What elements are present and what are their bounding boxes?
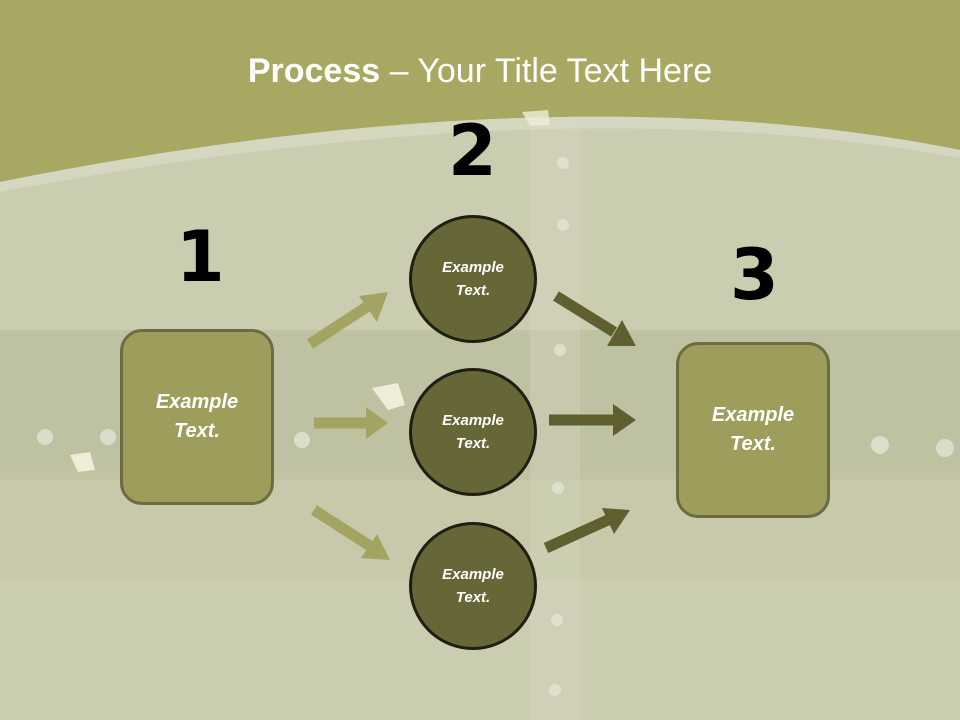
arrow-right-down xyxy=(553,291,636,346)
arrow-left-middle xyxy=(314,407,388,439)
step-number-1: 1 xyxy=(176,216,225,298)
step-3-box: Example Text. xyxy=(676,342,830,518)
circle-bottom-text: Example Text. xyxy=(442,566,504,606)
arrow-right-middle xyxy=(549,404,636,436)
arrow-right-up xyxy=(543,508,630,554)
step-3-text: Example Text. xyxy=(711,404,795,455)
slide-title: Process – Your Title Text Here xyxy=(0,52,960,91)
circle-middle-text: Example Text. xyxy=(442,412,504,452)
step-2-circle-top: Example Text. xyxy=(409,215,537,343)
step-1-box: Example Text. xyxy=(120,329,274,505)
step-number-3: 3 xyxy=(730,234,779,316)
title-bold: Process xyxy=(247,52,381,90)
step-1-text: Example Text. xyxy=(155,391,239,442)
circle-top-text: Example Text. xyxy=(442,259,504,299)
step-2-circle-bottom: Example Text. xyxy=(409,522,537,650)
step-number-2: 2 xyxy=(448,110,497,192)
arrow-left-up xyxy=(306,292,388,349)
step-2-circle-middle: Example Text. xyxy=(409,368,537,496)
arrow-left-down xyxy=(311,505,390,560)
title-rest: – Your Title Text Here xyxy=(380,52,713,90)
